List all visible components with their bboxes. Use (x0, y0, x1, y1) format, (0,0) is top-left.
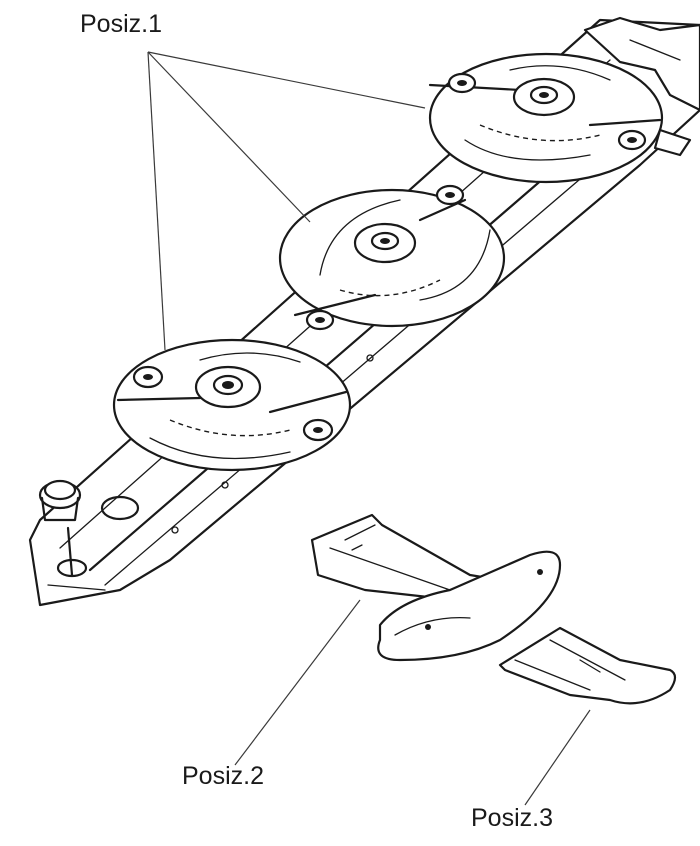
leader-posiz1-disc-middle (147, 51, 311, 223)
cutting-disc-lower (112, 338, 352, 472)
callout-posiz-1: Posiz.1 (80, 10, 162, 38)
leader-lines (147, 51, 591, 806)
leader-posiz3 (524, 709, 591, 806)
leader-posiz2 (234, 599, 361, 766)
part-2-skid (310, 513, 562, 662)
cutting-disc-middle (278, 184, 506, 331)
leader-posiz1-disc-upper (147, 51, 426, 109)
callout-posiz-2: Posiz.2 (182, 762, 264, 790)
bearing-housing (38, 479, 140, 591)
leader-posiz1-disc-lower (147, 51, 166, 351)
cutting-disc-upper (428, 52, 692, 184)
part-3-blade (498, 626, 677, 705)
callout-posiz-3: Posiz.3 (471, 804, 553, 832)
